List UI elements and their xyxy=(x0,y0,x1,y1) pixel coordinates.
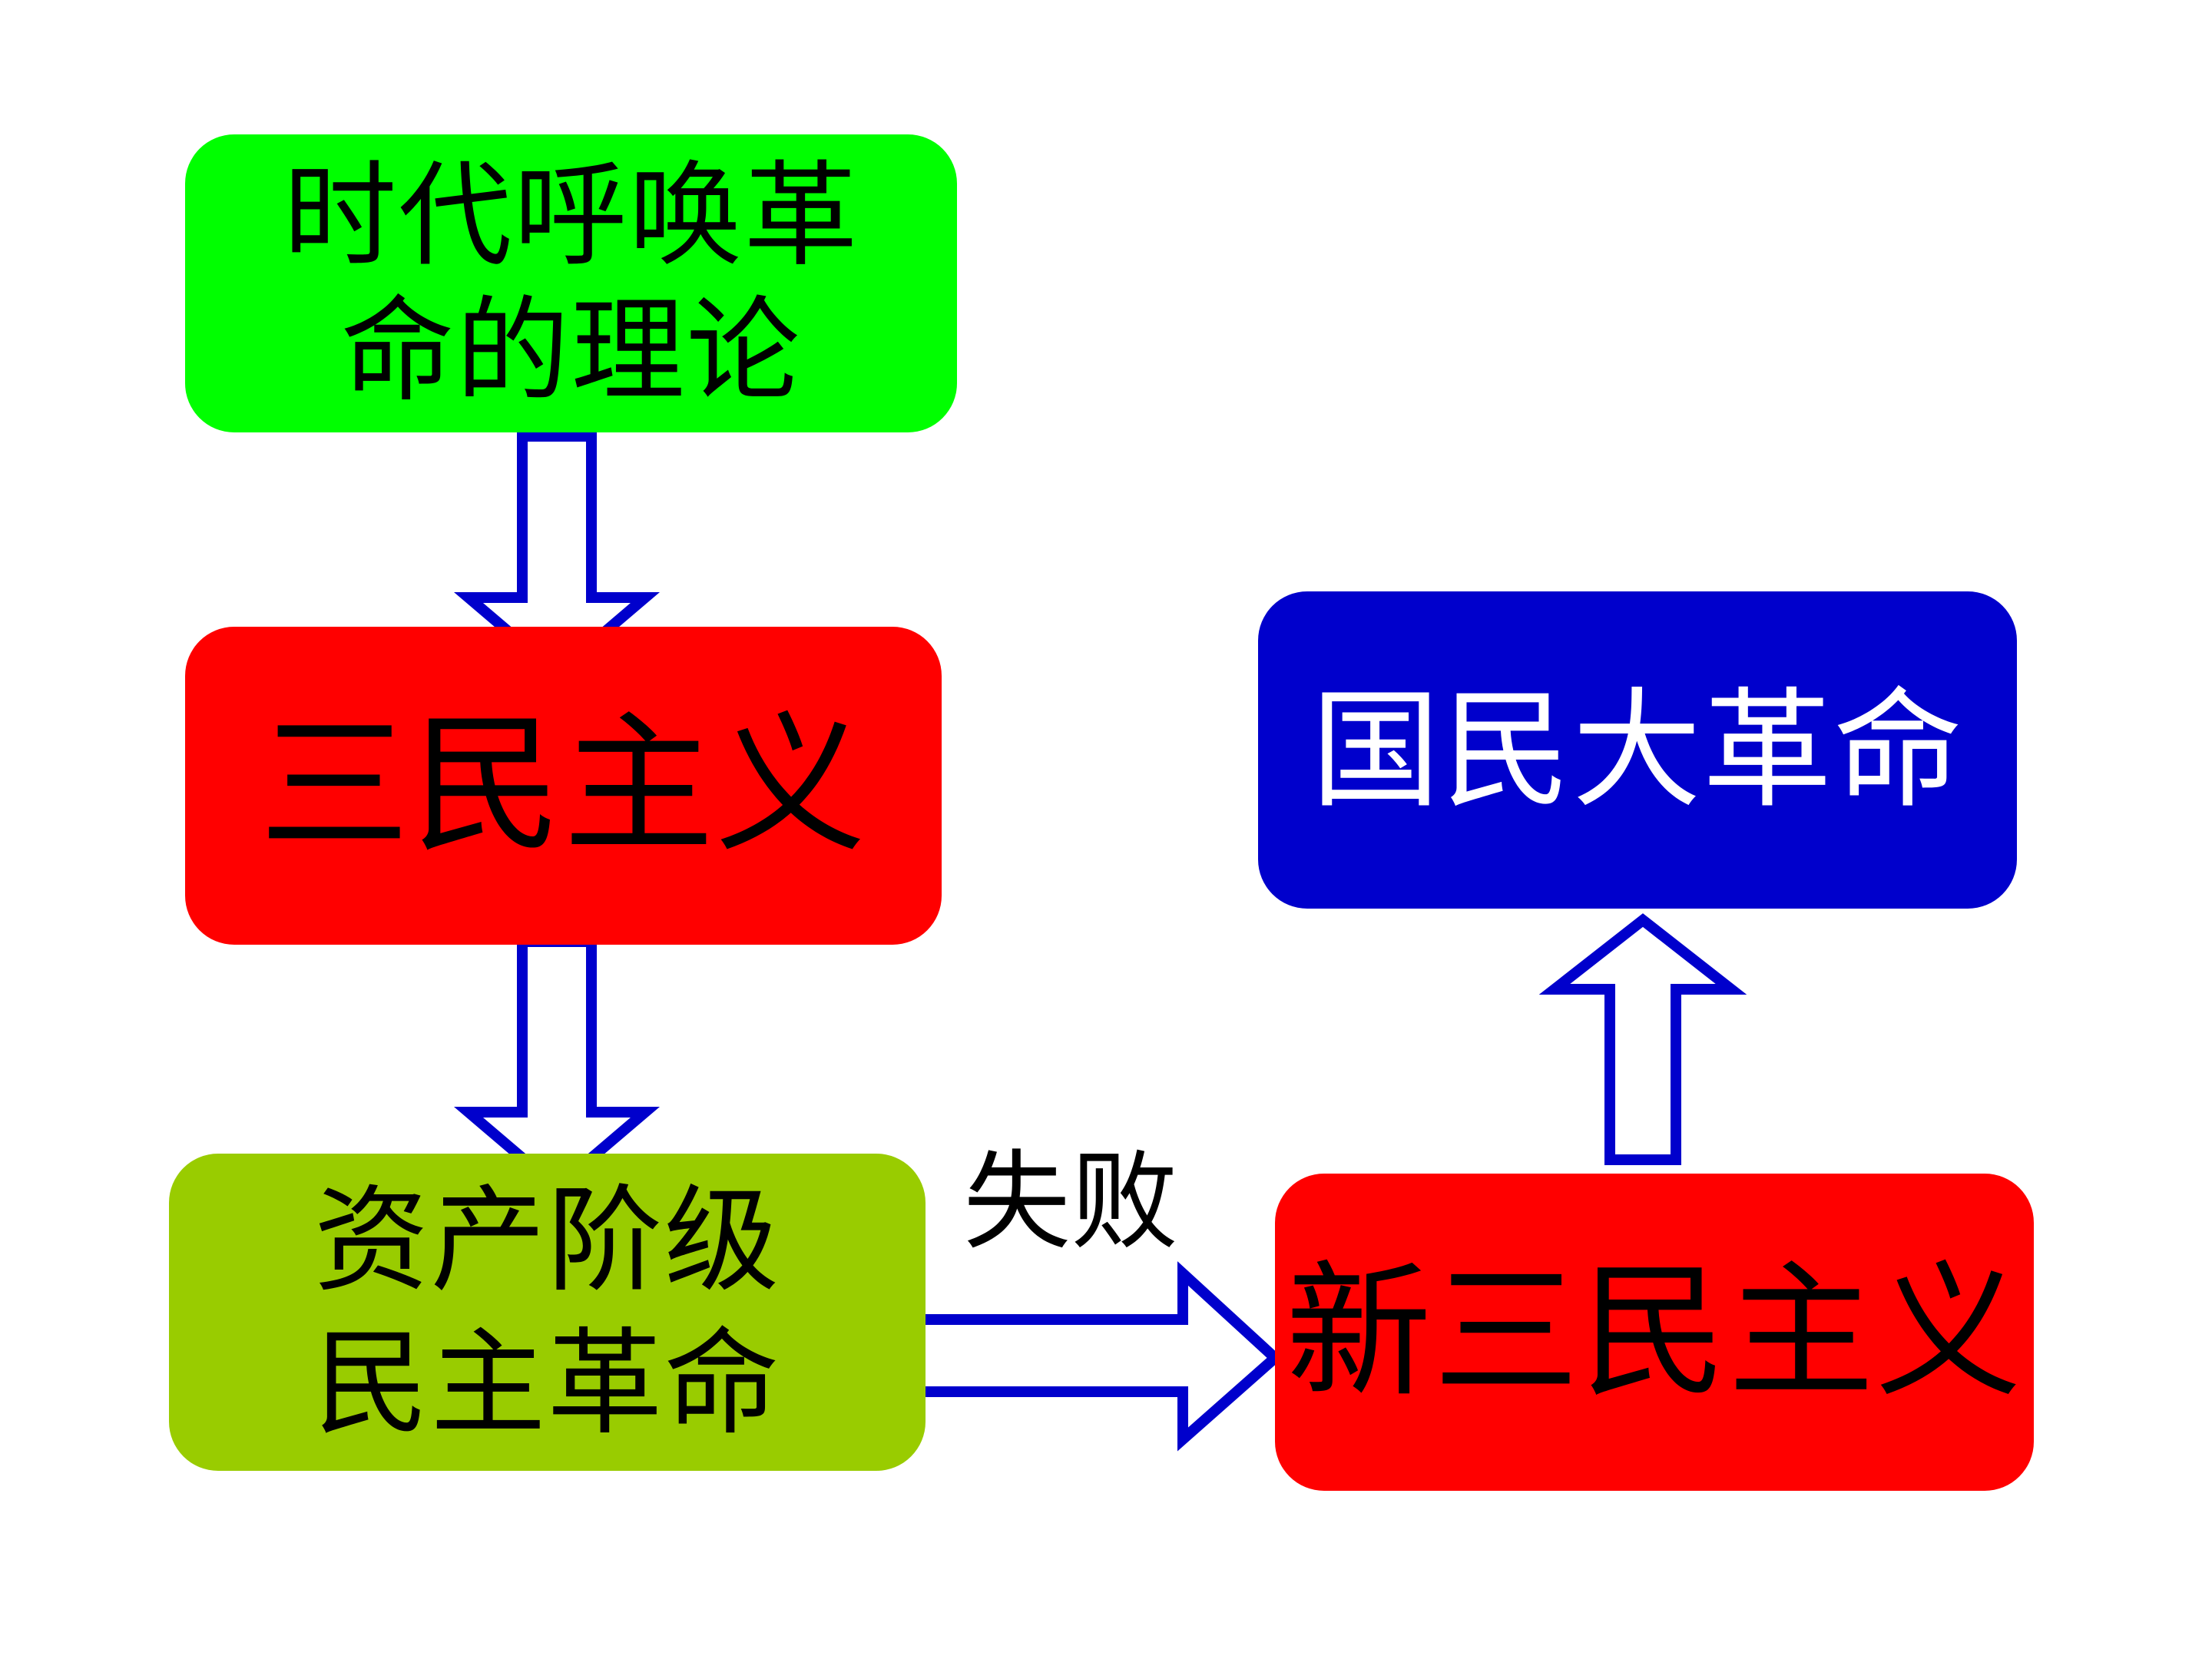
arrow-bourgeois-to-new-three-principles xyxy=(906,1261,1283,1452)
node-new-three-principles: 新三民主义 xyxy=(1275,1174,2034,1491)
node-national-revolution-label: 国民大革命 xyxy=(1311,674,1964,826)
node-three-principles-label: 三民主义 xyxy=(259,698,868,873)
edge-label-failure: 失败 xyxy=(963,1140,1179,1265)
node-bourgeois-revolution-label: 资产阶级 民主革命 xyxy=(313,1174,781,1451)
node-national-revolution: 国民大革命 xyxy=(1258,591,2017,909)
arrow-three-principles-to-bourgeois-revolution xyxy=(453,936,661,1195)
node-theory-label: 时代呼唤革 命的理论 xyxy=(283,150,859,417)
node-new-three-principles-label: 新三民主义 xyxy=(1285,1247,2023,1417)
node-bourgeois-revolution: 资产阶级 民主革命 xyxy=(169,1154,926,1471)
arrow-new-three-principles-to-national-revolution xyxy=(1538,913,1747,1165)
node-theory: 时代呼唤革 命的理论 xyxy=(185,134,957,432)
node-three-principles: 三民主义 xyxy=(185,627,942,945)
